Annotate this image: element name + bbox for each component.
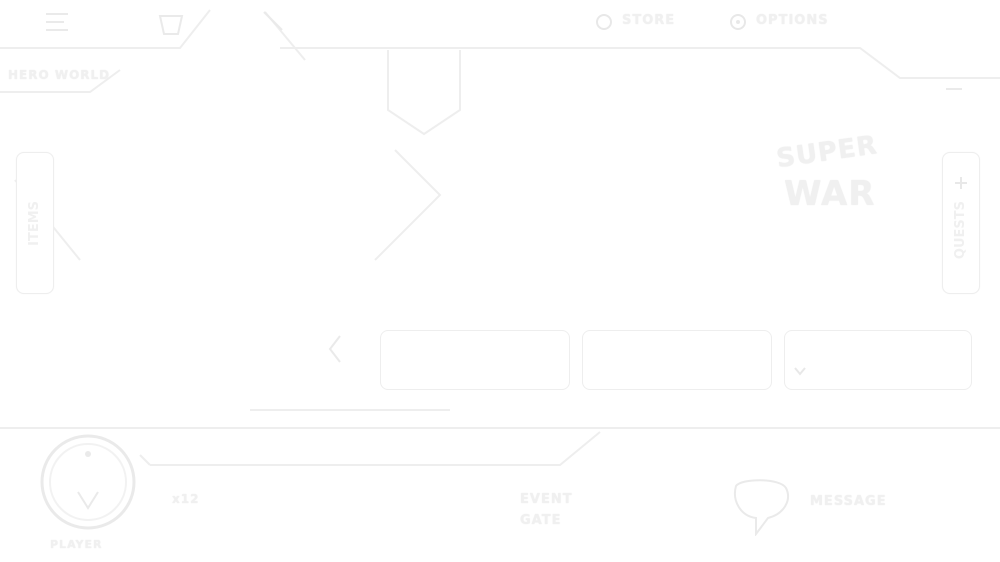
profile-name: PLAYER — [50, 538, 103, 551]
tab-card-3[interactable] — [784, 330, 972, 390]
plus-icon — [954, 175, 968, 189]
profile-avatar[interactable]: PLAYER — [38, 432, 138, 551]
event-line-1: EVENT — [520, 492, 573, 507]
items-side-label: ITEMS — [27, 201, 42, 246]
game-logo: SUPER WAR — [774, 130, 896, 246]
chevron-down-icon — [793, 361, 807, 376]
event-button[interactable]: EVENT GATE — [520, 492, 610, 536]
left-arrow-icon[interactable] — [326, 334, 342, 364]
items-side-button[interactable]: ITEMS — [16, 152, 54, 294]
quests-side-button[interactable]: QUESTS — [942, 152, 980, 294]
arrow-icon — [944, 80, 964, 92]
event-line-2: GATE — [520, 513, 562, 528]
chat-button[interactable]: MESSAGE — [730, 478, 920, 538]
quests-side-label: QUESTS — [953, 201, 968, 260]
tab-card-2[interactable] — [582, 330, 772, 390]
chat-label: MESSAGE — [810, 494, 887, 509]
inventory-icon[interactable] — [156, 10, 186, 36]
store-menu-item[interactable]: STORE — [594, 10, 704, 34]
options-label: OPTIONS — [756, 13, 829, 28]
gear-icon — [594, 12, 614, 32]
tab-card-1[interactable] — [380, 330, 570, 390]
breadcrumb[interactable]: HERO WORLD — [8, 64, 118, 84]
sword-icon — [262, 10, 286, 34]
shield-banner — [388, 50, 460, 134]
breadcrumb-label: HERO WORLD — [8, 68, 111, 82]
menu-icon[interactable] — [44, 10, 72, 34]
level-label: x12 — [172, 492, 200, 506]
chat-bubble-icon — [730, 478, 792, 537]
options-menu-item[interactable]: OPTIONS — [728, 10, 828, 34]
avatar-ring — [40, 434, 136, 530]
settings-icon — [728, 12, 748, 32]
logo-line-2: WAR — [784, 174, 876, 214]
store-label: STORE — [622, 13, 676, 28]
